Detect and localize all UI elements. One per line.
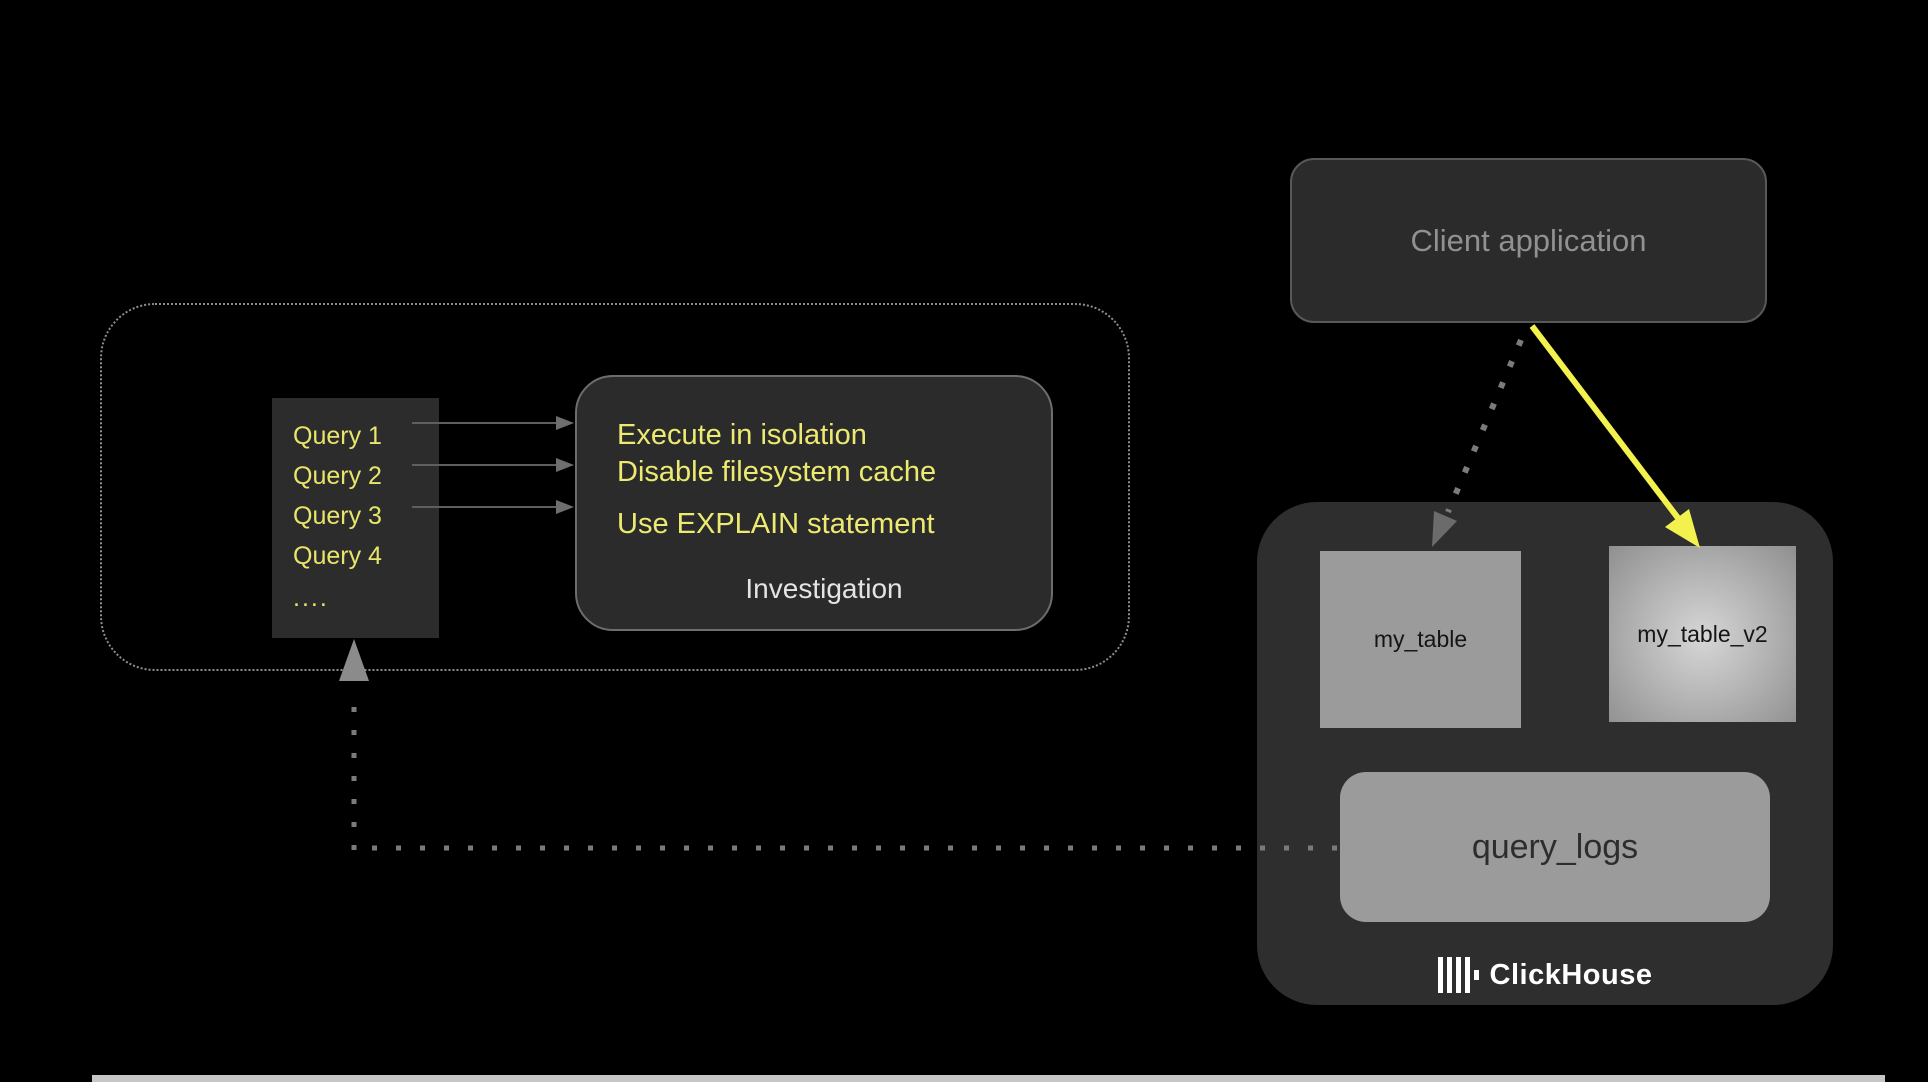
horizontal-scrollbar[interactable]: [92, 1075, 1885, 1082]
clickhouse-brand: ClickHouse: [1257, 950, 1833, 1000]
query-logs-node: query_logs: [1340, 772, 1770, 922]
my-table-v2-node: my_table_v2: [1609, 546, 1796, 722]
client-application-box: Client application: [1290, 158, 1767, 323]
my-table-node: my_table: [1320, 551, 1521, 728]
query-list-box: Query 1 Query 2 Query 3 Query 4 ....: [272, 398, 439, 638]
investigation-step-2: Disable filesystem cache: [617, 456, 937, 488]
clickhouse-bars-icon: [1437, 957, 1479, 993]
query-item-4: Query 4: [293, 542, 382, 570]
query-item-1: Query 1: [293, 422, 382, 450]
clickhouse-server-box: my_table my_table_v2 query_logs ClickHou…: [1257, 502, 1833, 1005]
investigation-step-3: Use EXPLAIN statement: [617, 508, 935, 540]
investigation-step-1: Execute in isolation: [617, 419, 867, 451]
query-item-more: ....: [293, 584, 329, 612]
client-application-label: Client application: [1410, 222, 1647, 258]
query-logs-label: query_logs: [1471, 827, 1639, 866]
investigation-panel: Execute in isolation Disable filesystem …: [575, 375, 1053, 631]
my-table-v2-label: my_table_v2: [1637, 620, 1768, 647]
query-item-2: Query 2: [293, 462, 382, 490]
investigation-caption: Investigation: [745, 573, 903, 604]
query-item-3: Query 3: [293, 502, 382, 530]
my-table-label: my_table: [1373, 626, 1468, 652]
investigation-group-outline: [100, 303, 1130, 671]
clickhouse-brand-label: ClickHouse: [1489, 958, 1653, 991]
